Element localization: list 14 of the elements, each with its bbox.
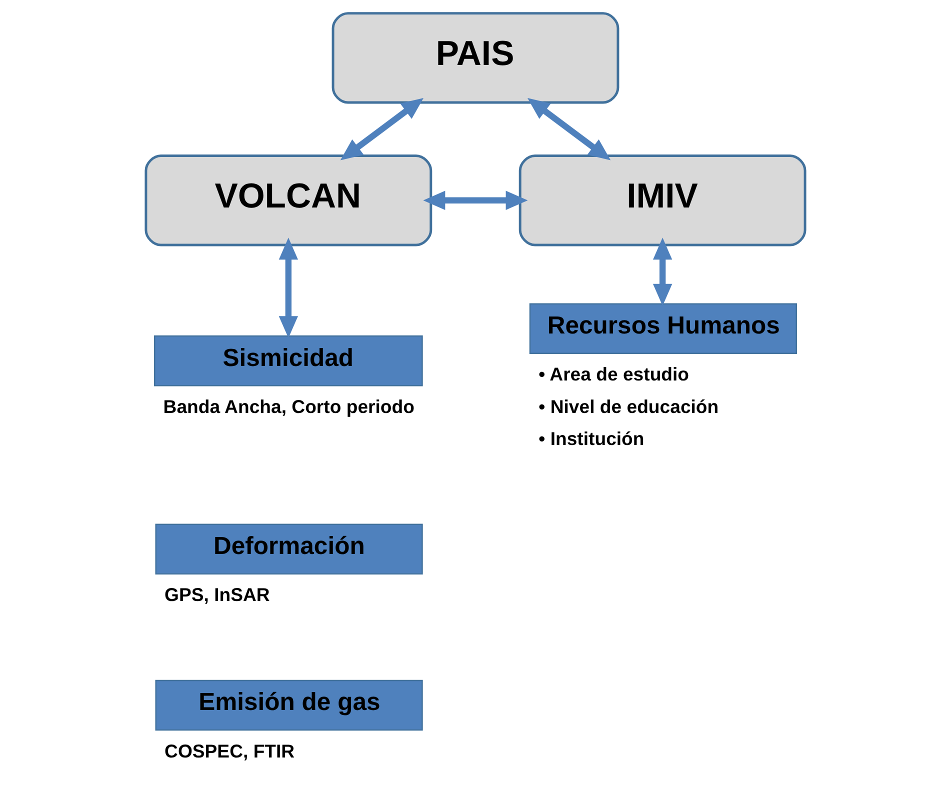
node-label: COSPEC, FTIR — [164, 740, 295, 762]
arrow — [423, 190, 528, 210]
node-label: • Institución — [538, 428, 644, 450]
node-label: • Nivel de educación — [538, 396, 719, 417]
arrow — [278, 238, 298, 338]
arrow — [527, 98, 611, 160]
node-box: PAIS — [332, 12, 620, 104]
node-box: IMIV — [518, 154, 806, 246]
arrow — [340, 98, 424, 160]
node-box: VOLCAN — [144, 154, 432, 246]
node-label: • Area de estudio — [538, 364, 690, 385]
node-label: GPS, InSAR — [164, 584, 270, 606]
node-label: Banda Ancha, Corto periodo — [163, 396, 414, 417]
arrow — [652, 238, 672, 306]
